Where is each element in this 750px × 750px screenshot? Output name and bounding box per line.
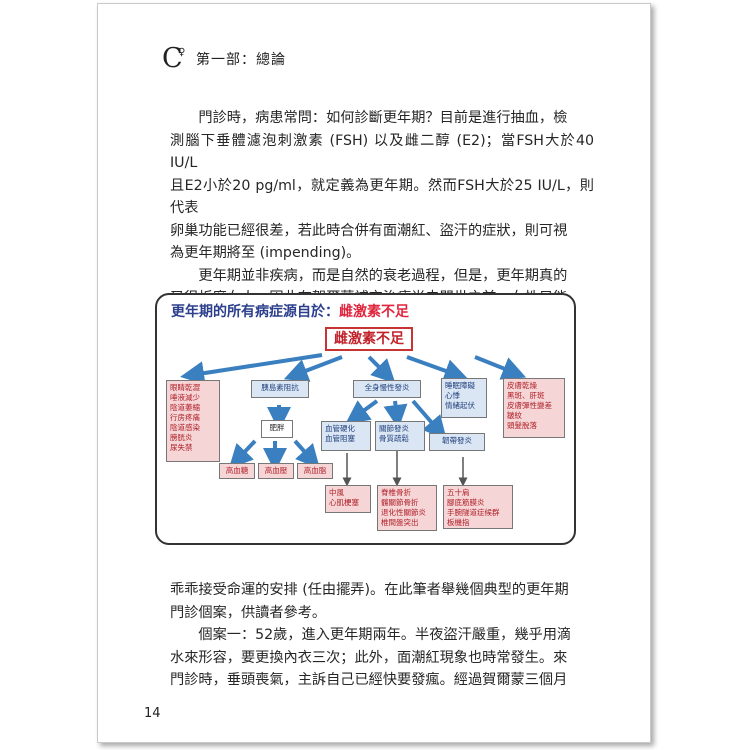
text-line: 個案一：52歲，進入更年期兩年。半夜盜汗嚴重，幾乎用滴 [170, 627, 572, 643]
chronic-inflammation-box: 全身慢性發炎 [353, 380, 421, 398]
fracture-box: 脊椎骨折 髖關節骨折 退化性關節炎 椎間盤突出 [377, 485, 437, 531]
diagram-title-prefix: 更年期的所有病症源自於： [171, 304, 339, 320]
joint-box: 關節發炎 骨質疏鬆 [375, 421, 425, 451]
text-line: 乖乖接受命運的安排 (任由擺弄)。在此筆者舉幾個典型的更年期 [170, 582, 569, 598]
text-line: 且E2小於20 pg/ml，就定義為更年期。然而FSH大於25 IU/L，則代表 [170, 177, 594, 217]
diagram-arrows [180, 353, 527, 487]
text-line: 水來形容，要更換內衣三次；此外，面潮紅現象也時常發生。來 [170, 649, 568, 666]
paragraph-1: 門診時，病患常問：如何診斷更年期？目前是進行抽血，檢 測腦下垂體濾泡刺激素 (F… [170, 107, 594, 310]
hyperlipidemia-box: 高血脂 [297, 463, 333, 479]
text-line: 測腦下垂體濾泡刺激素 (FSH) 以及雌二醇 (E2)；當FSH大於40 IU/… [170, 132, 594, 172]
section-title: 第一部：總論 [196, 52, 286, 68]
menopause-diagram: 更年期的所有病症源自於：雌激素不足 雌激素不足 眼睛乾澀 唾液減少 陰道萎縮 行… [155, 293, 576, 545]
sleep-disorder-box: 睡眠障礙 心悸 情緒起伏 [441, 378, 487, 418]
chapter-header: C♀ 第一部：總論 [162, 44, 286, 74]
text-line: 門診個案，供讀者參考。 [170, 604, 327, 621]
hyperglycemia-box: 高血糖 [219, 463, 255, 479]
hypertension-box: 高血壓 [258, 463, 294, 479]
insulin-resistance-box: 胰島素阻抗 [251, 380, 309, 398]
vascular-box: 血管硬化 血管阻塞 [321, 421, 371, 451]
skin-box: 皮膚乾燥 黑斑、肝斑 皮膚彈性變差 皺紋 頭髮脫落 [503, 378, 565, 438]
page-number: 14 [144, 706, 161, 721]
text-line: 更年期並非疾病，而是自然的衰老過程，但是，更年期真的 [170, 267, 568, 284]
tendon-box: 韌帶發炎 [429, 433, 485, 451]
diagram-title-highlight: 雌激素不足 [339, 304, 409, 320]
book-page: C♀ 第一部：總論 門診時，病患常問：如何診斷更年期？目前是進行抽血，檢 測腦下… [97, 3, 651, 743]
root-box: 雌激素不足 [325, 327, 413, 351]
chapter-logo-icon: C♀ [162, 43, 186, 74]
stroke-box: 中風 心肌梗塞 [325, 485, 371, 513]
text-line: 為更年期將至 (impending)。 [170, 245, 361, 261]
tendon-disease-box: 五十肩 腳底筋膜炎 手腕隧道症候群 板機指 [443, 485, 513, 529]
obesity-box: 肥胖 [261, 420, 293, 438]
diagram-title: 更年期的所有病症源自於：雌激素不足 [171, 301, 409, 321]
text-line: 門診時，病患常問：如何診斷更年期？目前是進行抽血，檢 [170, 110, 568, 126]
urogenital-box: 眼睛乾澀 唾液減少 陰道萎縮 行房疼痛 陰道感染 膀胱炎 尿失禁 [166, 380, 220, 462]
text-line: 卵巢功能已經很差，若此時合併有面潮紅、盜汗的症狀，則可視 [170, 222, 568, 239]
paragraph-2: 乖乖接受命運的安排 (任由擺弄)。在此筆者舉幾個典型的更年期 門診個案，供讀者參… [170, 579, 594, 692]
text-line: 門診時，垂頭喪氣，主訴自己已經快要發瘋。經過賀爾蒙三個月 [170, 672, 568, 688]
